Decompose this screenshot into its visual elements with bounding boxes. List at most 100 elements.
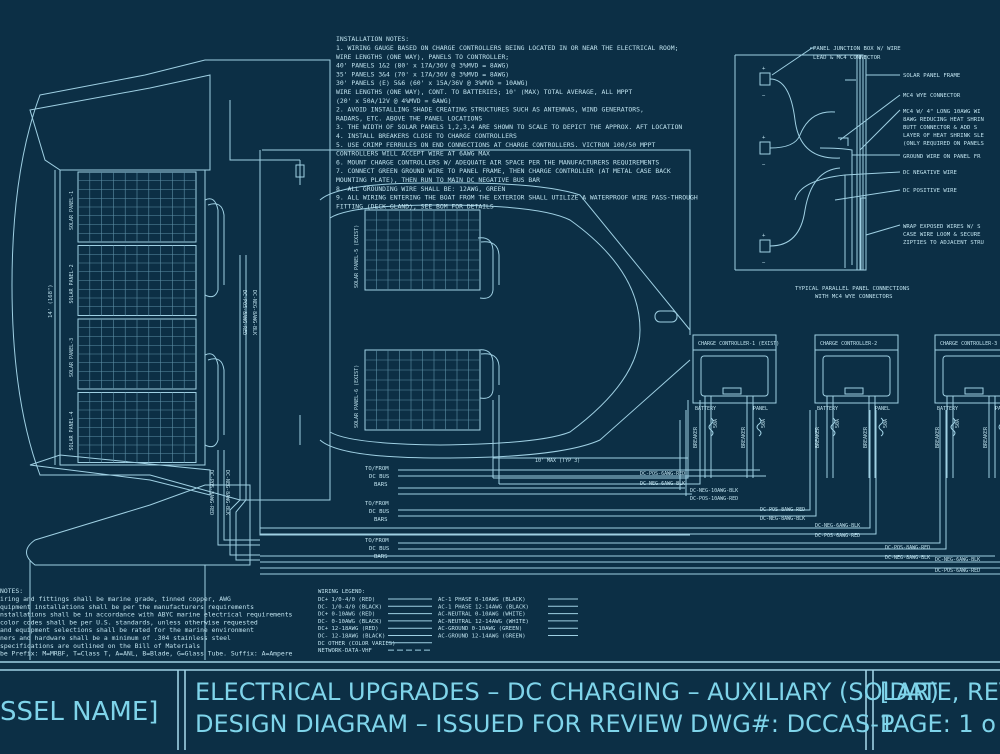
typical-connection-detail: +− +− +− PANEL JUNCTION BOX W/ WIRE LEAD…: [734, 46, 984, 300]
max-dimension: 10' MAX (TYP 3): [535, 458, 580, 464]
controller-panel-label: PANEL: [753, 406, 768, 412]
installation-note-line: 8. ALL GROUNDING WIRE SHALL BE: 12AWG, G…: [336, 185, 505, 193]
solar-panel-label: SOLAR PANEL-1: [69, 191, 75, 230]
breaker-amps: 50A: [955, 419, 961, 428]
legend-entry: AC-NEUTRAL 0-10AWG (WHITE): [438, 612, 526, 618]
legend-entry: DC OTHER (COLOR VARIES): [318, 641, 395, 647]
breaker-label: BREAKER: [741, 426, 747, 448]
legend-entry: DC- 12-18AWG (BLACK): [318, 634, 385, 640]
installation-note-line: 7. CONNECT GREEN GROUND WIRE TO PANEL FR…: [336, 167, 671, 175]
solar-panel-label: SOLAR PANEL-2: [69, 264, 75, 303]
legend-entry: DC- 0-10AWG (BLACK): [318, 619, 382, 625]
wire-tag: DC-NEG-8AWG-BLK: [885, 555, 930, 561]
installation-note-line: 40' PANELS 1&2 (80' x 17A/36V @ 3%MVD = …: [336, 62, 509, 70]
breaker-label: BREAKER: [935, 426, 941, 448]
wire-tag: DC-NEG-10AWG-BLK: [690, 488, 738, 494]
installation-note-line: 6. MOUNT CHARGE CONTROLLERS W/ ADEQUATE …: [336, 158, 659, 166]
solar-panel: [364, 209, 481, 291]
bus-label-line: TO/FROM: [365, 466, 389, 472]
detail-caption: TYPICAL PARALLEL PANEL CONNECTIONS: [795, 286, 910, 292]
legend-entry: DC+ 1/0-4/0 (RED): [318, 597, 375, 603]
general-note-line: ners and hardware shall be a minimum of …: [0, 634, 231, 642]
dc-bus-labels: TO/FROM DC BUS BARS TO/FROM DC BUS BARS …: [365, 466, 389, 560]
hull-outline: [11, 59, 691, 660]
callout-mc4-awg: 8AWG REDUCING HEAT SHRIN: [903, 117, 984, 123]
installation-note-line: 30' PANELS (E) 5&6 (60' x 15A/36V @ 3%MV…: [336, 79, 528, 87]
controller-battery-label: BATTERY: [695, 406, 716, 412]
wire-tag: DC-POS-8AWG-RED: [760, 507, 805, 513]
installation-notes-heading: INSTALLATION NOTES:: [336, 35, 409, 43]
callout-ground-wire: GROUND WIRE ON PANEL FR: [903, 154, 981, 160]
wire-tag: DC-POS-6AWG-RED: [815, 533, 860, 539]
breaker-label: BREAKER: [863, 426, 869, 448]
bus-label-line: BARS: [374, 482, 387, 488]
installation-note-line: 35' PANELS 3&4 (70' x 17A/36V @ 3%MVD = …: [336, 70, 509, 78]
controller-panel-label: PANEL: [875, 406, 890, 412]
svg-text:+: +: [762, 135, 766, 141]
general-notes-heading: NOTES:: [0, 587, 23, 595]
bus-label-line: DC BUS: [369, 474, 389, 480]
callout-mc4-wye: MC4 WYE CONNECTOR: [903, 93, 961, 99]
installation-note-line: MOUNTING PLATE), THEN RUN TO MAIN DC NEG…: [336, 176, 540, 184]
legend-entry: AC-GROUND 12-14AWG (GREEN): [438, 634, 526, 640]
controller-title: CHARGE CONTROLLER-3: [940, 341, 997, 347]
charge-controller: CHARGE CONTROLLER-1 (EXIST) BATTERY PANEL B…: [692, 334, 779, 478]
page-number: PAGE: 1 o: [880, 710, 996, 738]
drawing-subtitle: DESIGN DIAGRAM – ISSUED FOR REVIEW: [195, 710, 683, 738]
legend-entry: DC+ 12-18AWG (RED): [318, 626, 379, 632]
legend-entry: AC-1 PHASE 0-10AWG (BLACK): [438, 597, 526, 603]
general-note-line: nstallations shall be in accordance with…: [0, 611, 293, 619]
general-note-line: color codes shall be per U.S. standards,…: [0, 618, 258, 626]
bus-label-line: TO/FROM: [365, 538, 389, 544]
svg-text:+: +: [762, 233, 766, 239]
wire-tag: DC-NEG-8AWG-BLK: [251, 290, 257, 335]
wire-tag: DC-POS-8AWG-RED: [208, 470, 214, 515]
bus-label-line: DC BUS: [369, 509, 389, 515]
wire-tag: DC-POS-8AWG-RED: [885, 545, 930, 551]
wire-tag: DC-POS-6AWG-RED: [935, 568, 980, 574]
solar-panel-label: SOLAR PANEL-5 (EXIST): [354, 225, 360, 288]
title-block: SSEL NAME] ELECTRICAL UPGRADES – DC CHAR…: [0, 661, 1000, 750]
legend-entry: DC- 1/0-4/0 (BLACK): [318, 604, 382, 610]
installation-note-line: CONTROLLERS WILL ACCEPT WIRE AT 6AWG MAX: [336, 150, 490, 158]
installation-note-line: 2. AVOID INSTALLING SHADE CREATING STRUC…: [336, 106, 644, 114]
general-notes: NOTES: iring and fittings shall be marin…: [0, 587, 293, 658]
wire-tag: DC-NEG-6AWG-BLK: [935, 557, 980, 563]
wire-runs: 10' MAX (TYP 3): [260, 400, 1000, 575]
callout-mc4-awg: (ONLY REQUIRED ON PANELS: [903, 141, 984, 147]
breaker-label: BREAKER: [815, 426, 821, 448]
drawing-number: DWG#: DCCAS-1: [690, 710, 894, 738]
installation-note-line: 4. INSTALL BREAKERS CLOSE TO CHARGE CONT…: [336, 132, 517, 140]
general-note-line: specifications are outlined on the Bill …: [0, 642, 200, 650]
wire-tag: DC-NEG-8AWG-BLK: [760, 516, 805, 522]
breaker-amps: 50A: [761, 419, 767, 428]
breaker-label: BREAKER: [983, 426, 989, 448]
left-harness: DC-POS-8AWG-RED DC-NEG-8AWG-BLK DC-POS-8…: [204, 198, 260, 561]
panel-width-dimension: 14' (168"): [48, 284, 54, 318]
solar-panel: [77, 392, 197, 463]
legend-entry: AC-1 PHASE 12-14AWG (BLACK): [438, 604, 529, 610]
controller-panel-label: PANEL: [995, 406, 1000, 412]
solar-panel-label: SOLAR PANEL-6 (EXIST): [354, 365, 360, 428]
center-solar-array: SOLAR PANEL-5 (EXIST) SOLAR PANEL-6 (EXIS…: [354, 209, 500, 484]
callout-junction-box: PANEL JUNCTION BOX W/ WIRE: [813, 46, 901, 52]
installation-note-line: WIRE LENGTHS (ONE WAY), PANELS TO CONTRO…: [336, 53, 509, 61]
controller-title: CHARGE CONTROLLER-1 (EXIST): [698, 341, 779, 347]
installation-note-line: FITTING (DECK GLAND), SEE BOM FOR DETAIL…: [336, 202, 494, 210]
svg-text:−: −: [762, 162, 766, 168]
callout-dc-negative: DC NEGATIVE WIRE: [903, 170, 958, 176]
wiring-legend: WIRING LEGEND: DC+ 1/0-4/0 (RED)DC- 1/0-…: [318, 589, 578, 654]
general-note-line: and equipment selections shall be rated …: [0, 626, 254, 634]
general-note-line: iring and fittings shall be marine grade…: [0, 595, 231, 603]
vessel-name: SSEL NAME]: [0, 697, 158, 727]
installation-note-line: WIRE LENGTHS (ONE WAY), CONT. TO BATTERI…: [336, 88, 632, 96]
charge-controllers: CHARGE CONTROLLER-1 (EXIST) BATTERY PANEL B…: [692, 334, 1000, 478]
wire-tag: DC-POS-6AWG-RED: [640, 471, 685, 477]
svg-text:−: −: [762, 93, 766, 99]
solar-panel: [77, 318, 197, 390]
installation-note-line: 1. WIRING GAUGE BASED ON CHARGE CONTROLL…: [336, 44, 678, 52]
